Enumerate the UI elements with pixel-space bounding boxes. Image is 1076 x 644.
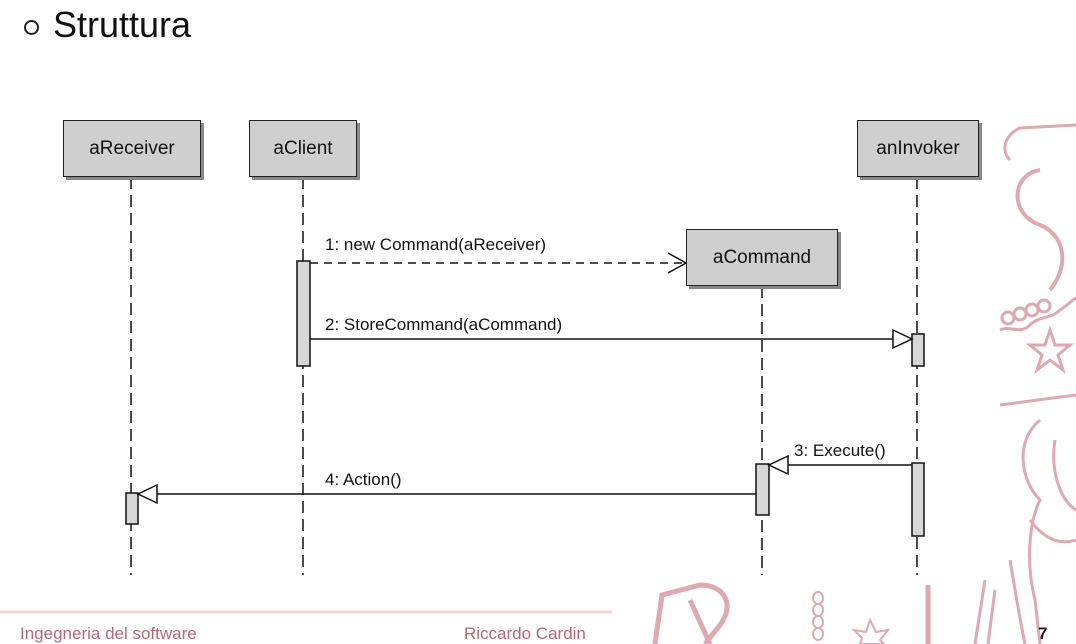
bullet-circle-icon: [24, 19, 39, 35]
message-4-arrow: [136, 483, 756, 505]
footer-page-number: 7: [1038, 624, 1048, 643]
message-2-label: 2: StoreCommand(aCommand): [325, 315, 562, 334]
footer-author: Riccardo Cardin: [464, 624, 586, 643]
message-1-label: 1: new Command(aReceiver): [325, 235, 546, 254]
footer-course: Ingegneria del software: [20, 624, 197, 643]
activation-receiver: [125, 492, 139, 525]
slide-title: Struttura: [53, 4, 192, 45]
activation-command: [755, 463, 770, 516]
activation-invoker-2: [911, 462, 925, 537]
message-2-arrow: [310, 328, 914, 350]
message-4-label: 4: Action(): [325, 470, 402, 489]
lifeline-box-command: aCommand: [686, 229, 838, 286]
lifeline-box-receiver: aReceiver: [63, 120, 201, 177]
message-3-label: 3: Execute(): [794, 441, 886, 460]
lifeline-box-invoker: anInvoker: [857, 120, 979, 177]
activation-client: [296, 260, 311, 367]
message-1-arrow: [310, 252, 688, 274]
lifeline-box-client: aClient: [249, 120, 357, 177]
activation-invoker-1: [911, 333, 925, 367]
slide-heading: Struttura: [24, 2, 191, 48]
message-3-arrow: [767, 454, 912, 476]
